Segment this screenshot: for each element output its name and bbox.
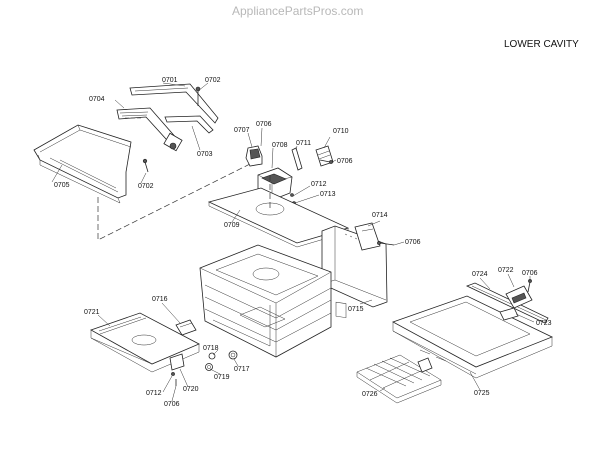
- screw-0706-d[interactable]: [527, 279, 532, 293]
- callout-0708: 0708: [272, 142, 288, 149]
- callout-0726: 0726: [362, 391, 378, 398]
- lamp-0717[interactable]: [228, 350, 238, 360]
- diagram-title: LOWER CAVITY: [504, 39, 579, 50]
- trim-strip-0703[interactable]: [164, 115, 214, 134]
- callout-0720: 0720: [183, 386, 199, 393]
- bracket-0720[interactable]: [169, 353, 185, 371]
- motor-0707[interactable]: [245, 145, 263, 167]
- callout-0707: 0707: [234, 127, 250, 134]
- callout-0714: 0714: [372, 212, 388, 219]
- rail-0724[interactable]: [465, 282, 549, 324]
- callout-0716: 0716: [152, 296, 168, 303]
- latch-0710[interactable]: [315, 145, 334, 167]
- callout-0723: 0723: [536, 320, 552, 327]
- leader-lines: [51, 82, 535, 402]
- dashed-guide-line: [97, 162, 253, 241]
- callout-0711: 0711: [296, 140, 312, 147]
- callout-0706-c: 0706: [405, 239, 421, 246]
- screw-0706-b[interactable]: [319, 159, 333, 164]
- bottom-panel-0721[interactable]: [90, 312, 200, 373]
- callout-0719: 0719: [214, 374, 230, 381]
- callout-0706-b: 0706: [337, 158, 353, 165]
- callout-0724: 0724: [472, 271, 488, 278]
- trim-strip-0701[interactable]: [129, 83, 219, 124]
- callout-0710: 0710: [333, 128, 349, 135]
- callout-0702-top: 0702: [205, 77, 221, 84]
- heater-assembly-0704[interactable]: [116, 107, 183, 152]
- bracket-0722[interactable]: [505, 285, 533, 309]
- callout-0704: 0704: [89, 96, 105, 103]
- callout-0721: 0721: [84, 309, 100, 316]
- callout-0718: 0718: [203, 345, 219, 352]
- callout-0712-a: 0712: [311, 181, 327, 188]
- callout-0702-bottom: 0702: [138, 183, 154, 190]
- screws-0712-0706-bottom[interactable]: [171, 372, 177, 386]
- drawer-tray-0725[interactable]: [392, 295, 553, 379]
- callout-0706-a: 0706: [256, 121, 272, 128]
- callout-0706-e: 0706: [164, 401, 180, 408]
- rack-0726[interactable]: [356, 354, 442, 404]
- oven-cavity[interactable]: [199, 244, 332, 358]
- watermark: AppliancePartsPros.com: [232, 4, 364, 18]
- callout-0706-d: 0706: [522, 270, 538, 277]
- callout-0703: 0703: [197, 151, 213, 158]
- callout-0709: 0709: [224, 222, 240, 229]
- duct-hood-0705[interactable]: [33, 124, 132, 204]
- knob-0719[interactable]: [205, 363, 213, 371]
- bracket-0714[interactable]: [354, 222, 381, 251]
- bracket-0711[interactable]: [291, 147, 303, 171]
- screw-0706-c[interactable]: [377, 241, 395, 246]
- callout-0713: 0713: [320, 191, 336, 198]
- callout-0712-b: 0712: [146, 390, 162, 397]
- callout-0701: 0701: [162, 77, 178, 84]
- clip-0716[interactable]: [175, 319, 197, 336]
- callout-0725: 0725: [474, 390, 490, 397]
- clip-0723[interactable]: [499, 307, 519, 321]
- callout-0715: 0715: [348, 306, 364, 313]
- screw-0702-bottom[interactable]: [142, 158, 149, 173]
- callout-0705: 0705: [54, 182, 70, 189]
- callout-0717: 0717: [234, 366, 250, 373]
- callout-0722: 0722: [498, 267, 514, 274]
- top-plate-0709[interactable]: [207, 175, 350, 248]
